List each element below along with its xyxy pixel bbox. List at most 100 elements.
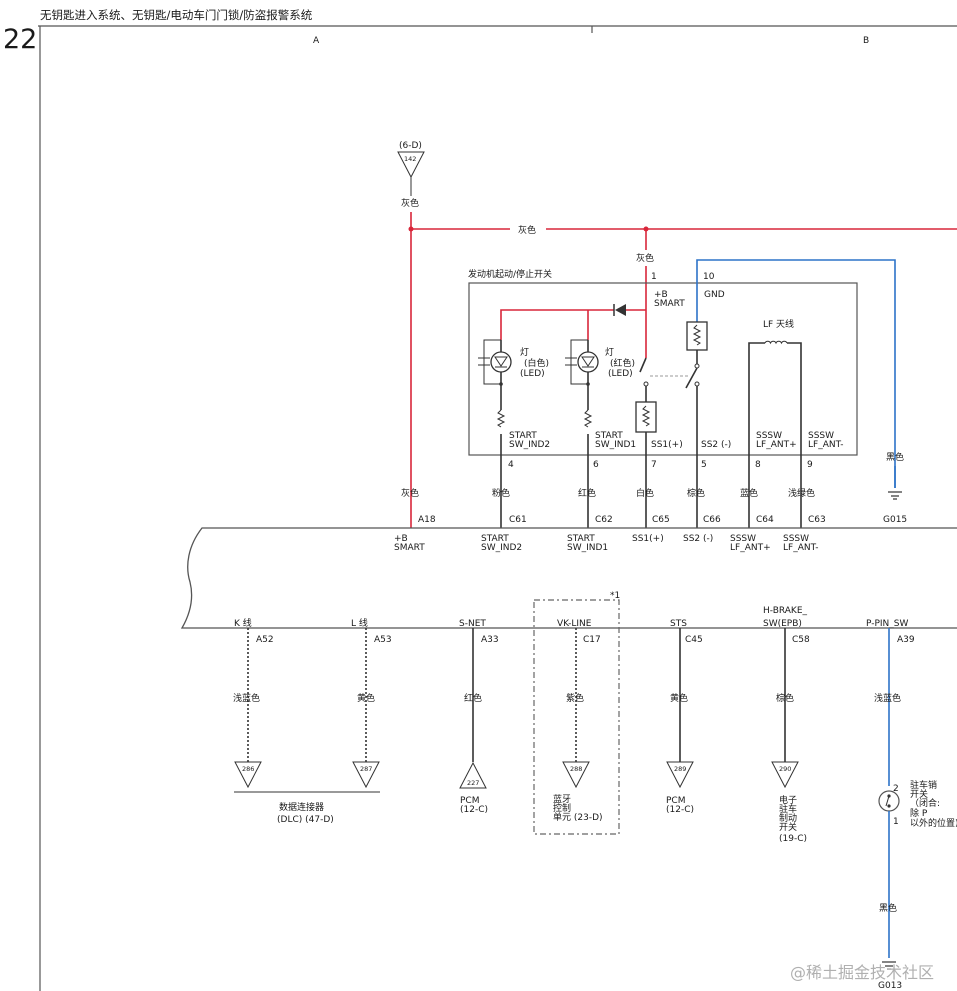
wire-color-c63: 浅绿色 xyxy=(788,487,815,499)
page-number: 22 xyxy=(3,24,37,55)
source-ref-number: 142 xyxy=(404,155,416,163)
pin9-label-1: SSSW xyxy=(808,431,834,441)
pcm1-label-2: (12-C) xyxy=(460,805,488,815)
module-pin-c64-1: SSSW xyxy=(730,534,756,544)
engine-start-stop-switch xyxy=(468,282,858,456)
lamp2-color: (红色) xyxy=(610,357,635,369)
epb-label-3: 制动 xyxy=(779,812,797,824)
connector-290 xyxy=(771,761,799,789)
connector-227 xyxy=(459,761,487,789)
module-pin-c62-1: START xyxy=(567,534,595,544)
pin1-number: 1 xyxy=(651,272,657,282)
conn-c58: C58 xyxy=(792,635,810,645)
park-switch-pin-top: 2 xyxy=(893,784,899,794)
conn-a52: A52 xyxy=(256,635,274,645)
ground-label-g013: G013 xyxy=(878,981,902,991)
module-pin-a18-1: +B xyxy=(394,534,408,544)
module-pin-sts: STS xyxy=(670,619,687,629)
module-pin-c63-2: LF_ANT- xyxy=(783,543,819,553)
pin4-number: 4 xyxy=(508,460,514,470)
conn-c61: C61 xyxy=(509,515,527,525)
connector-286-number: 286 xyxy=(242,765,254,773)
epb-label-2: 驻车 xyxy=(779,803,797,815)
wire-color-g013: 黑色 xyxy=(879,902,897,914)
module-pin-l-line: L 线 xyxy=(351,617,368,629)
pin8-label-1: SSSW xyxy=(756,431,782,441)
module-pin-s-net: S-NET xyxy=(459,619,486,629)
lamp2-name: 灯 xyxy=(605,347,614,358)
ground-label-g015: G015 xyxy=(883,515,907,525)
antenna-lead-minus xyxy=(787,342,802,446)
module-pin-k-line: K 线 xyxy=(234,617,252,629)
module-pin-a18-2: SMART xyxy=(394,543,425,553)
connector-288-number: 288 xyxy=(570,765,582,773)
pcm2-label-2: (12-C) xyxy=(666,805,694,815)
conn-a33: A33 xyxy=(481,635,499,645)
connector-290-number: 290 xyxy=(779,765,791,773)
pcm1-label-1: PCM xyxy=(460,796,479,806)
watermark: @稀土掘金技术社区 xyxy=(790,963,934,982)
bt-label-1: 蓝牙 xyxy=(553,793,571,805)
option-note: *1 xyxy=(610,591,620,601)
wire-color-c65: 白色 xyxy=(636,487,654,499)
pcm2-label-1: PCM xyxy=(666,796,685,806)
wire-color-c62: 红色 xyxy=(578,487,596,499)
conn-c62: C62 xyxy=(595,515,613,525)
connector-287-number: 287 xyxy=(360,765,372,773)
pin1-name-line1: +B xyxy=(654,290,668,300)
lamp1-color: (白色) xyxy=(524,357,549,369)
pin9-number: 9 xyxy=(807,460,813,470)
wire-color-c61: 粉色 xyxy=(492,487,510,499)
wire-color-a39: 浅蓝色 xyxy=(874,692,901,704)
epb-label-4: 开关 xyxy=(779,821,797,833)
zone-b-label: B xyxy=(863,36,869,46)
conn-c45: C45 xyxy=(685,635,703,645)
pin5-number: 5 xyxy=(701,460,707,470)
pin1-name-line2: SMART xyxy=(654,299,685,309)
park-switch-label-5: 以外的位置) xyxy=(910,817,957,829)
conn-c64: C64 xyxy=(756,515,774,525)
wire-color-bus: 灰色 xyxy=(518,224,536,236)
park-switch-label-4: 除 P xyxy=(910,807,928,819)
dlc-label-2: (DLC) (47-D) xyxy=(277,815,334,825)
lamp2-type: (LED) xyxy=(608,369,633,379)
wire-color-c58: 棕色 xyxy=(776,692,794,704)
pin8-number: 8 xyxy=(755,460,761,470)
source-connector-symbol xyxy=(397,151,425,179)
wire-color-a33: 红色 xyxy=(464,692,482,704)
module-pin-c63-1: SSSW xyxy=(783,534,809,544)
pin6-label-2: SW_IND1 xyxy=(595,440,636,450)
conn-c63: C63 xyxy=(808,515,826,525)
epb-label-5: (19-C) xyxy=(779,834,807,844)
pin9-label-2: LF_ANT- xyxy=(808,440,844,450)
conn-c17: C17 xyxy=(583,635,601,645)
park-switch-label-3: （闭合: xyxy=(910,797,940,809)
wire-color-a53: 黄色 xyxy=(357,692,375,704)
wire-color-a52: 浅蓝色 xyxy=(233,692,260,704)
wire-color-c45: 黄色 xyxy=(670,692,688,704)
module-pin-c66: SS2 (-) xyxy=(683,534,713,544)
conn-a39: A39 xyxy=(897,635,915,645)
pin7-number: 7 xyxy=(651,460,657,470)
antenna-coil xyxy=(764,340,788,345)
wire-color-source: 灰色 xyxy=(401,197,419,209)
module-pin-hbrake-1: H-BRAKE_ xyxy=(763,606,808,616)
lamp1-type: (LED) xyxy=(520,369,545,379)
keyless-control-module xyxy=(180,527,957,629)
page-title: 无钥匙进入系统、无钥匙/电动车门门锁/防盗报警系统 xyxy=(40,8,313,22)
pin5-label: SS2 (-) xyxy=(701,440,731,450)
ss1-switch xyxy=(635,357,657,446)
pin8-label-2: LF_ANT+ xyxy=(756,440,797,450)
switch-box-title: 发动机起动/停止开关 xyxy=(468,268,552,280)
antenna-label: LF 天线 xyxy=(763,318,794,330)
park-switch-pin-bottom: 1 xyxy=(893,817,899,827)
conn-a53: A53 xyxy=(374,635,392,645)
park-pin-switch xyxy=(878,790,900,812)
module-pin-c61-2: SW_IND2 xyxy=(481,543,522,553)
wire-color-a18: 灰色 xyxy=(401,487,419,499)
pin7-label: SS1(+) xyxy=(651,440,683,450)
conn-a18: A18 xyxy=(418,515,436,525)
pin10-number: 10 xyxy=(703,272,715,282)
module-pin-p-pin-sw: P-PIN_SW xyxy=(866,619,909,629)
